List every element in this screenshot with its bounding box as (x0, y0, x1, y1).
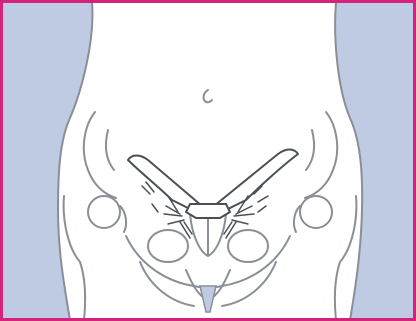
torso (58, 2, 362, 320)
mesh-center (186, 204, 230, 218)
